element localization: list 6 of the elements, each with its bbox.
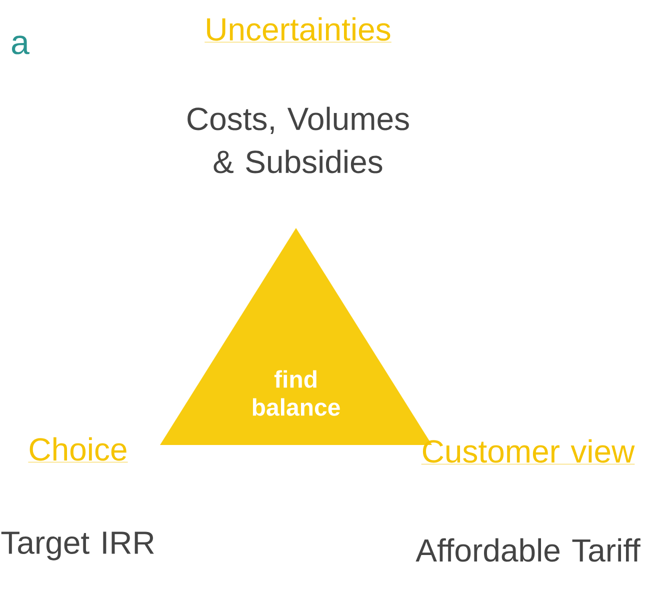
panel-letter: a [12,36,30,54]
heading: Uncertainties [204,17,392,42]
description: Costs, Volumes & Subsidies [188,106,409,174]
description: Affordable Tariff [416,538,640,562]
heading: Choice [28,437,128,462]
description: Target IRR [1,532,154,560]
